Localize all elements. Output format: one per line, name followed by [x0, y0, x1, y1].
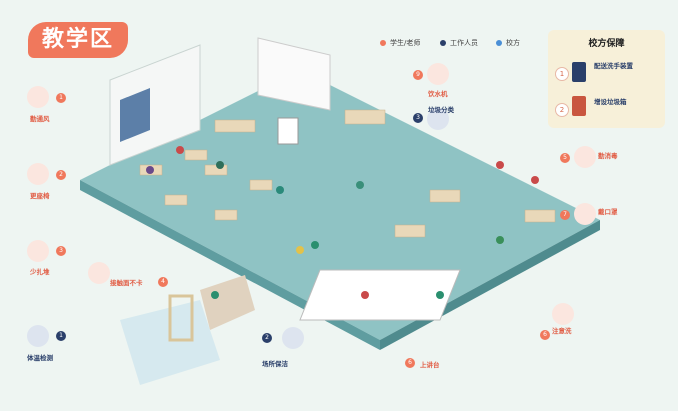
- lab-desks: [299, 269, 461, 321]
- callout-number: 2: [56, 170, 66, 180]
- crowd-icon: [27, 240, 49, 262]
- panel-item-number: 2: [555, 103, 569, 117]
- panel-item-label: 配送洗手装置: [594, 62, 633, 70]
- gloves-icon: [282, 327, 304, 349]
- callout-label: 接触面不卡: [110, 279, 143, 287]
- callout-label: 饮水机: [428, 90, 448, 98]
- whiteboard: [277, 117, 299, 145]
- legend-dot-orange: [380, 40, 386, 46]
- legend-item-school: 校方: [496, 38, 520, 48]
- entrance-area: [120, 300, 220, 385]
- legend-dot-navy: [440, 40, 446, 46]
- window: [120, 88, 150, 142]
- callout-number: 3: [413, 113, 423, 123]
- callout-number: 4: [158, 277, 168, 287]
- legend-label: 学生/老师: [390, 39, 421, 47]
- water-dispenser-icon: [427, 63, 449, 85]
- callout-label: 体温检测: [27, 354, 53, 362]
- callout-number: 7: [560, 210, 570, 220]
- handwash-icon: [552, 303, 574, 325]
- panel-item-label: 增设垃圾箱: [594, 98, 627, 106]
- temperature-gate: [168, 294, 194, 342]
- legend-item-student: 学生/老师: [380, 38, 420, 48]
- callout-number: 9: [413, 70, 423, 80]
- thermometer-icon: [27, 325, 49, 347]
- panel-item-number: 1: [555, 67, 569, 81]
- callout-label: 场所保洁: [262, 360, 288, 368]
- callout-number: 5: [560, 153, 570, 163]
- chair-icon: [27, 163, 49, 185]
- callout-label: 戴口罩: [598, 208, 618, 216]
- spray-icon: [574, 146, 596, 168]
- callout-label: 上讲台: [420, 361, 440, 369]
- callout-number: 1: [56, 93, 66, 103]
- panel-title: 校方保障: [588, 39, 625, 49]
- partition-screen: [257, 37, 331, 111]
- legend-item-staff: 工作人员: [440, 38, 478, 48]
- classroom-floor: [80, 70, 600, 340]
- page-title: 教学区: [28, 22, 128, 58]
- legend-label: 工作人员: [450, 39, 478, 47]
- trash-can-icon: [427, 108, 449, 130]
- ventilation-icon: [27, 86, 49, 108]
- callout-number: 2: [262, 333, 272, 343]
- legend-dot-blue: [496, 40, 502, 46]
- callout-label: 勤通风: [30, 115, 50, 123]
- soap-dispenser-icon: [572, 62, 586, 82]
- callout-number: 6: [405, 358, 415, 368]
- staircase: [200, 275, 255, 330]
- trash-bin-icon: [572, 96, 586, 116]
- people: [146, 146, 539, 299]
- callout-label: 勤消毒: [598, 152, 618, 160]
- hand-icon: [88, 262, 110, 284]
- mask-icon: [574, 203, 596, 225]
- legend-label: 校方: [506, 39, 520, 47]
- callout-label: 少扎堆: [30, 268, 50, 276]
- callout-number: 1: [56, 331, 66, 341]
- callout-label: 更座椅: [30, 192, 50, 200]
- callout-number: 3: [56, 246, 66, 256]
- callout-label: 垃圾分类: [428, 106, 454, 114]
- callout-number: 6: [540, 330, 550, 340]
- callout-label: 注意洗: [552, 327, 572, 335]
